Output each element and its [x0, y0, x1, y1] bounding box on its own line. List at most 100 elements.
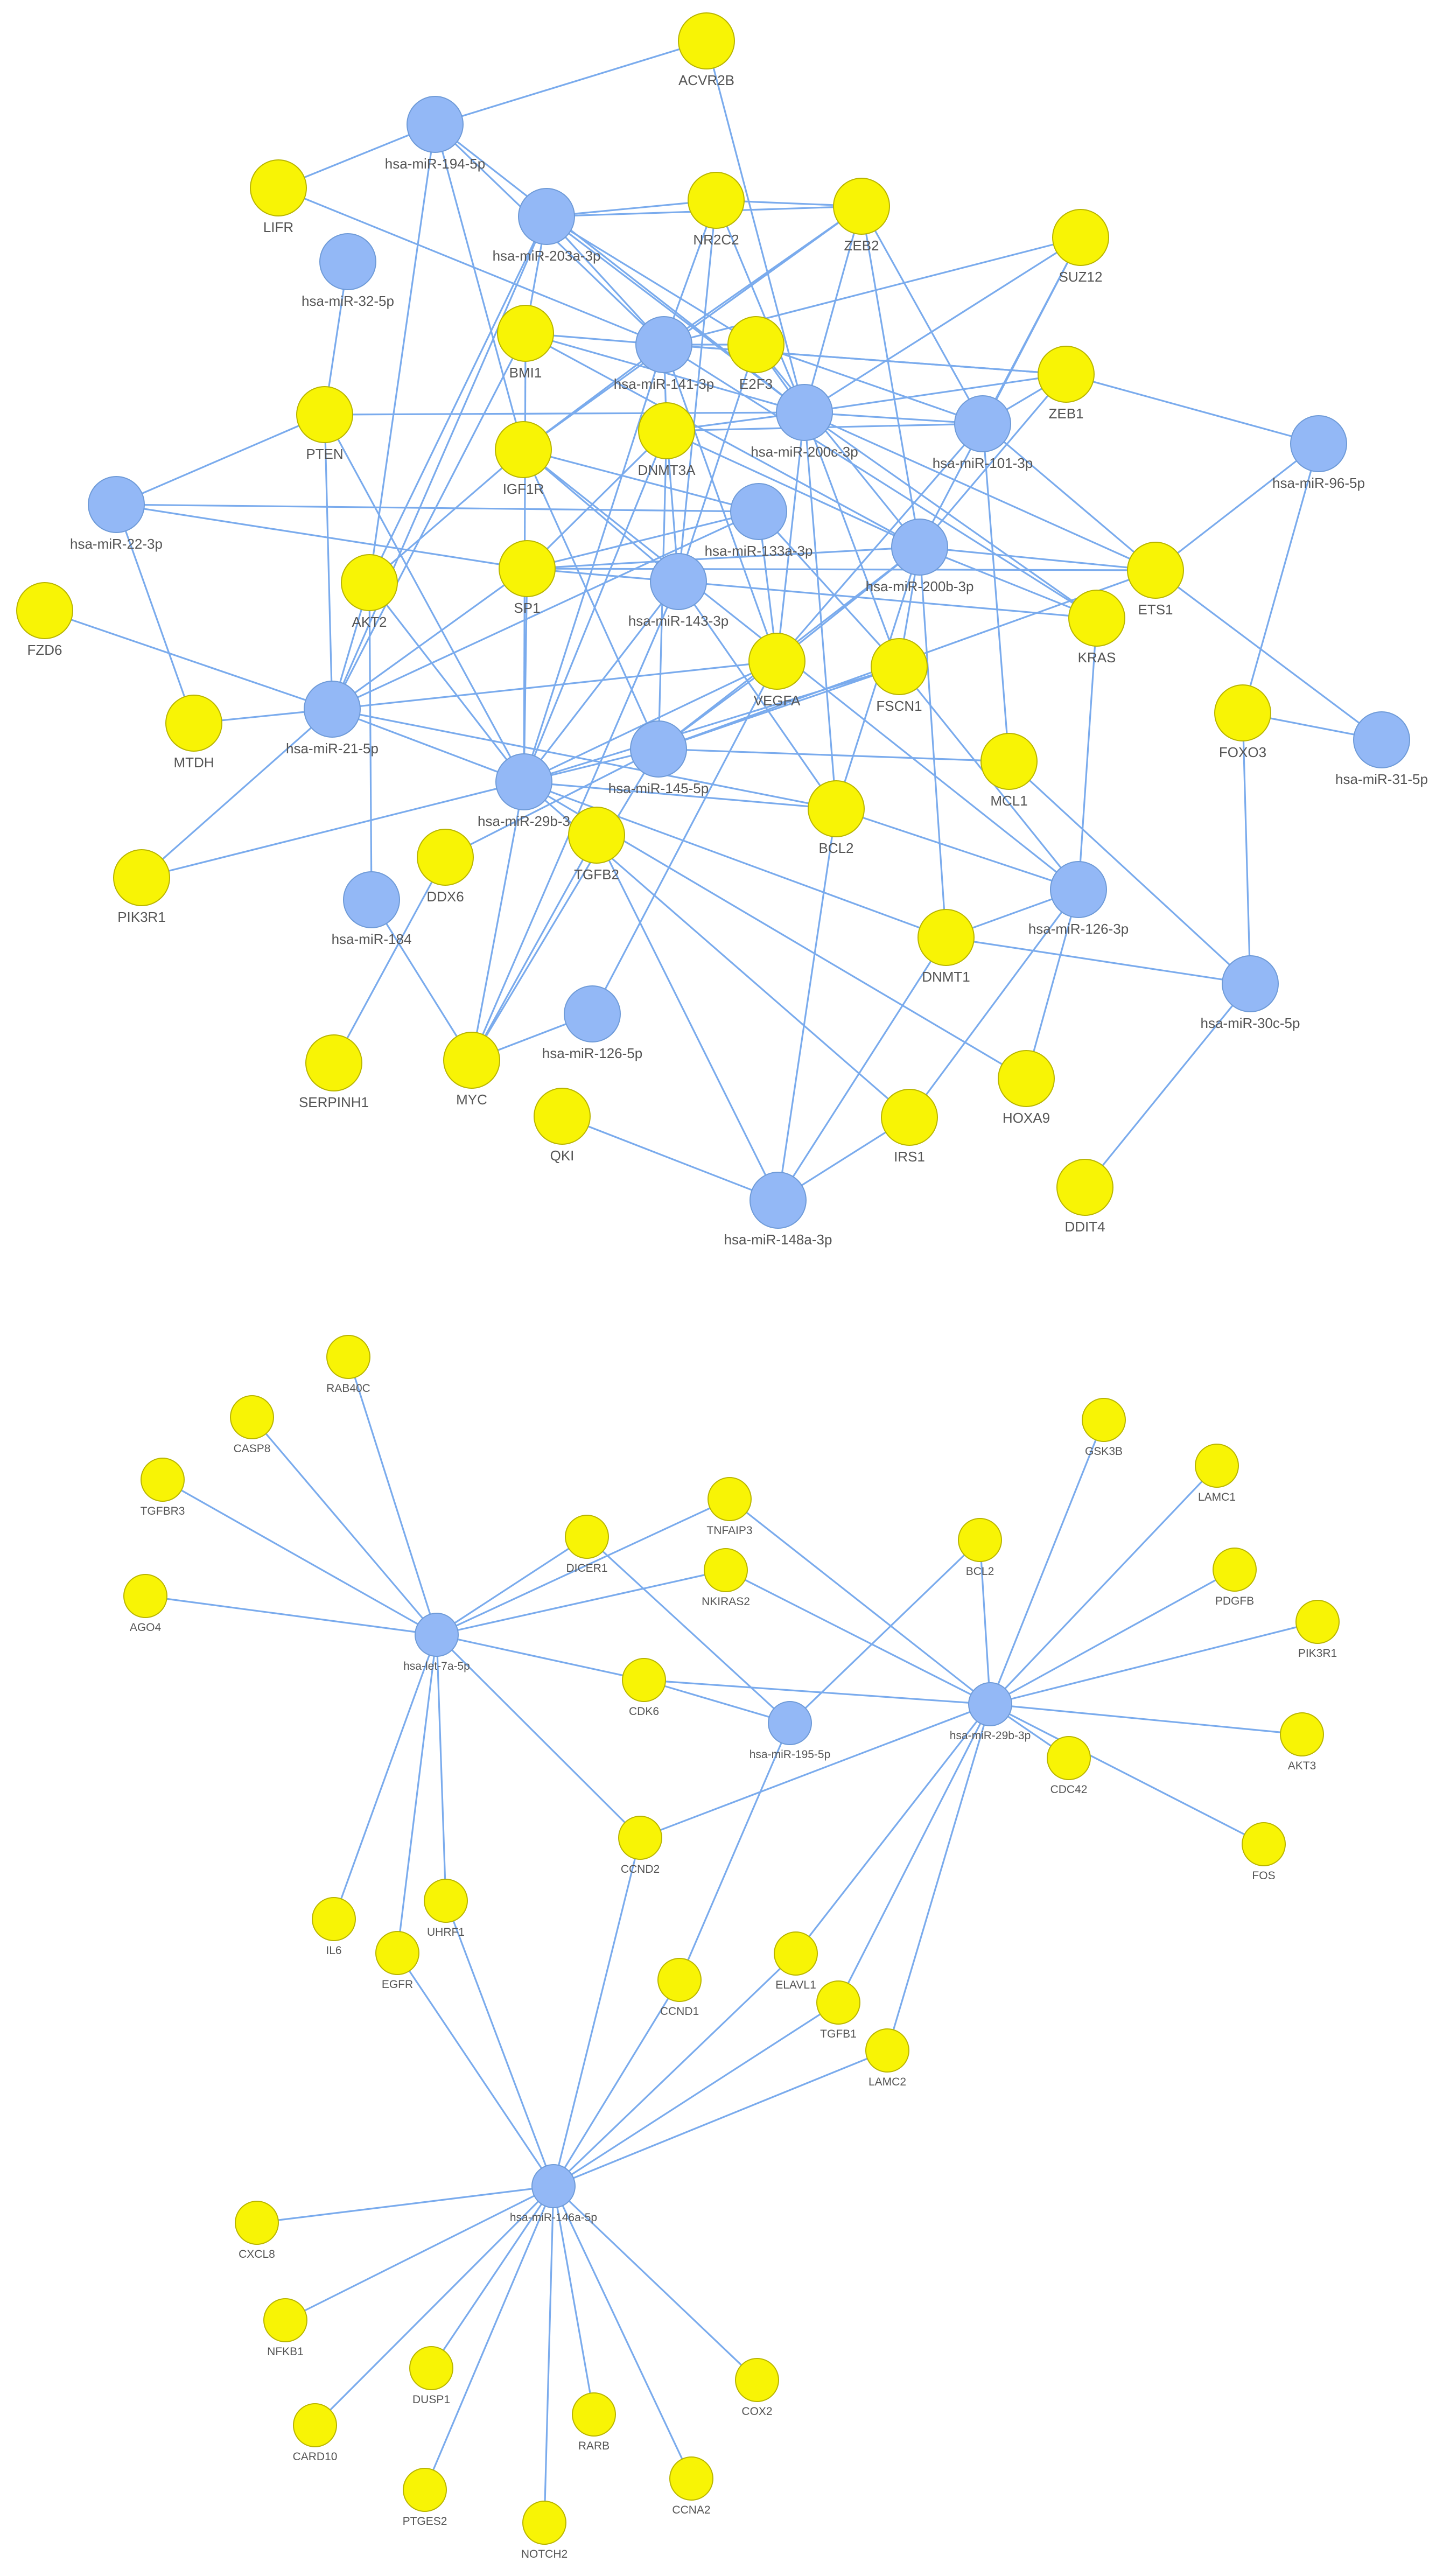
mirna-node-miR-29b-top[interactable]: hsa-miR-29b-3	[478, 753, 570, 829]
node-circle[interactable]	[1213, 1548, 1257, 1592]
gene-node-DICER1[interactable]: DICER1	[565, 1515, 609, 1574]
node-circle[interactable]	[1295, 1600, 1340, 1644]
gene-node-BCL2b[interactable]: BCL2	[958, 1518, 1002, 1578]
gene-node-IRS1[interactable]: IRS1	[881, 1089, 938, 1165]
node-circle[interactable]	[635, 316, 692, 373]
mirna-node-miR-31[interactable]: hsa-miR-31-5p	[1335, 711, 1428, 787]
node-circle[interactable]	[748, 633, 805, 690]
gene-node-AGO4[interactable]: AGO4	[123, 1574, 167, 1634]
gene-node-IGF1R[interactable]: IGF1R	[495, 421, 552, 497]
gene-node-TGFB2[interactable]: TGFB2	[568, 807, 625, 883]
mirna-node-let7a[interactable]: hsa-let-7a-5p	[403, 1613, 470, 1672]
mirna-node-miR-146a[interactable]: hsa-miR-146a-5p	[510, 2164, 597, 2224]
gene-node-FOS[interactable]: FOS	[1242, 1822, 1286, 1882]
node-circle[interactable]	[865, 2028, 909, 2073]
node-circle[interactable]	[954, 395, 1011, 452]
node-circle[interactable]	[230, 1395, 274, 1439]
gene-node-SUZ12[interactable]: SUZ12	[1052, 209, 1109, 285]
node-circle[interactable]	[495, 753, 552, 810]
node-circle[interactable]	[704, 1548, 748, 1592]
mirna-node-miR-126-3p[interactable]: hsa-miR-126-3p	[1028, 861, 1129, 937]
node-circle[interactable]	[730, 483, 787, 540]
gene-node-DUSP1[interactable]: DUSP1	[409, 2346, 453, 2406]
node-circle[interactable]	[443, 1032, 500, 1089]
mirna-node-miR-32[interactable]: hsa-miR-32-5p	[302, 233, 394, 309]
gene-node-LIFR[interactable]: LIFR	[250, 159, 307, 235]
node-circle[interactable]	[341, 554, 398, 611]
node-circle[interactable]	[1353, 711, 1410, 768]
node-circle[interactable]	[833, 178, 890, 235]
node-circle[interactable]	[980, 733, 1038, 790]
node-circle[interactable]	[749, 1172, 807, 1229]
node-circle[interactable]	[16, 582, 73, 639]
node-circle[interactable]	[727, 316, 784, 373]
node-circle[interactable]	[568, 807, 625, 864]
node-circle[interactable]	[776, 384, 833, 441]
gene-node-QKI[interactable]: QKI	[534, 1088, 591, 1164]
gene-node-TNFAIP3[interactable]: TNFAIP3	[706, 1477, 753, 1537]
node-circle[interactable]	[1242, 1822, 1286, 1866]
gene-node-UHRF1[interactable]: UHRF1	[424, 1879, 468, 1938]
node-circle[interactable]	[409, 2346, 453, 2390]
node-circle[interactable]	[123, 1574, 167, 1618]
node-circle[interactable]	[304, 681, 361, 738]
node-circle[interactable]	[688, 172, 745, 229]
mirna-node-miR-145[interactable]: hsa-miR-145-5p	[608, 720, 709, 796]
gene-node-ELAVL1[interactable]: ELAVL1	[774, 1931, 818, 1991]
node-circle[interactable]	[235, 2201, 279, 2245]
node-circle[interactable]	[319, 233, 376, 290]
mirna-node-miR-203a[interactable]: hsa-miR-203a-3p	[493, 188, 601, 264]
gene-node-LAMC2[interactable]: LAMC2	[865, 2028, 909, 2088]
gene-node-HOXA9[interactable]: HOXA9	[998, 1050, 1055, 1126]
gene-node-CDK6[interactable]: CDK6	[622, 1658, 666, 1718]
gene-node-LAMC1[interactable]: LAMC1	[1195, 1444, 1239, 1503]
gene-node-TGFB1[interactable]: TGFB1	[816, 1980, 860, 2040]
gene-node-TGFBR3[interactable]: TGFBR3	[141, 1458, 185, 1517]
node-circle[interactable]	[891, 519, 948, 576]
node-circle[interactable]	[622, 1658, 666, 1702]
gene-node-CDC42[interactable]: CDC42	[1047, 1736, 1091, 1796]
gene-node-ZEB1[interactable]: ZEB1	[1038, 346, 1095, 422]
node-circle[interactable]	[424, 1879, 468, 1923]
node-circle[interactable]	[958, 1518, 1002, 1562]
gene-node-PDGFB[interactable]: PDGFB	[1213, 1548, 1257, 1607]
node-circle[interactable]	[768, 1701, 812, 1745]
mirna-node-miR-21[interactable]: hsa-miR-21-5p	[286, 681, 379, 757]
gene-node-KRAS[interactable]: KRAS	[1068, 590, 1125, 666]
node-circle[interactable]	[495, 421, 552, 478]
gene-node-CASP8[interactable]: CASP8	[230, 1395, 274, 1455]
node-circle[interactable]	[678, 12, 735, 69]
gene-node-AKT2[interactable]: AKT2	[341, 554, 398, 630]
node-circle[interactable]	[522, 2501, 566, 2545]
node-circle[interactable]	[657, 1958, 702, 2002]
gene-node-DNMT1[interactable]: DNMT1	[917, 909, 975, 985]
gene-node-FOXO3[interactable]: FOXO3	[1214, 684, 1271, 760]
gene-node-GSK3B[interactable]: GSK3B	[1082, 1398, 1126, 1458]
gene-node-PIK3R1b[interactable]: PIK3R1	[1295, 1600, 1340, 1660]
gene-node-DDX6[interactable]: DDX6	[417, 829, 474, 905]
gene-node-FSCN1[interactable]: FSCN1	[871, 638, 928, 714]
node-circle[interactable]	[305, 1034, 362, 1091]
node-circle[interactable]	[1214, 684, 1271, 741]
gene-node-IL6[interactable]: IL6	[312, 1897, 356, 1957]
gene-node-CCND2[interactable]: CCND2	[618, 1816, 662, 1875]
gene-node-NOTCH2[interactable]: NOTCH2	[521, 2501, 568, 2560]
node-circle[interactable]	[1050, 861, 1107, 918]
node-circle[interactable]	[816, 1980, 860, 2025]
mirna-node-miR-126-5p[interactable]: hsa-miR-126-5p	[542, 985, 642, 1061]
node-circle[interactable]	[564, 985, 621, 1042]
mirna-node-miR-195[interactable]: hsa-miR-195-5p	[749, 1701, 831, 1761]
mirna-node-miR-194[interactable]: hsa-miR-194-5p	[385, 96, 485, 172]
mirna-node-miR-148a[interactable]: hsa-miR-148a-3p	[724, 1172, 832, 1248]
mirna-node-miR-133a[interactable]: hsa-miR-133a-3p	[705, 483, 813, 559]
node-circle[interactable]	[774, 1931, 818, 1976]
gene-node-RAB40C[interactable]: RAB40C	[326, 1335, 370, 1395]
node-circle[interactable]	[1290, 415, 1347, 472]
gene-node-COX2[interactable]: COX2	[735, 2358, 779, 2418]
gene-node-DNMT3A[interactable]: DNMT3A	[638, 402, 696, 478]
node-circle[interactable]	[165, 695, 222, 752]
mirna-node-miR-200c[interactable]: hsa-miR-200c-3p	[751, 384, 858, 460]
gene-node-MTDH[interactable]: MTDH	[165, 695, 222, 771]
gene-node-EGFR[interactable]: EGFR	[375, 1931, 419, 1991]
gene-node-AKT3[interactable]: AKT3	[1280, 1712, 1324, 1772]
